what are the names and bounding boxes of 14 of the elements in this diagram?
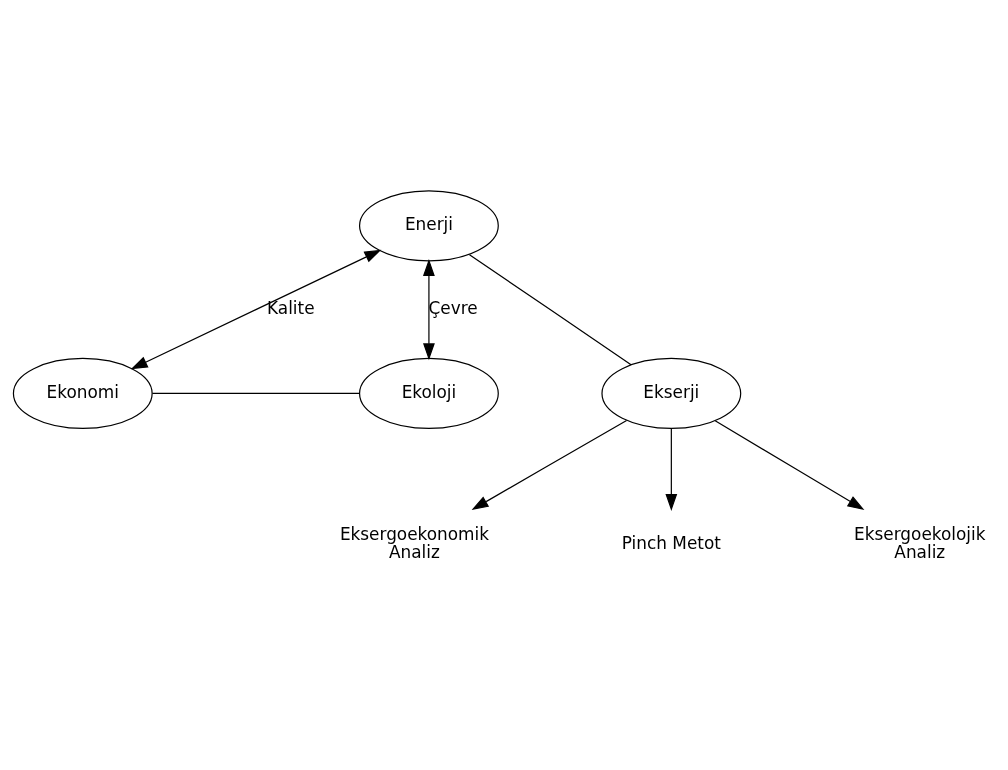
arrow	[714, 420, 865, 510]
node-text: Eksergoekonomik Analiz	[339, 523, 489, 562]
arrow	[471, 419, 628, 510]
connector	[468, 254, 632, 366]
connector	[151, 392, 360, 395]
node-text: Pinch Metot	[621, 532, 721, 553]
arrow	[423, 259, 435, 361]
node-text: Eksergoekolojik Analiz	[854, 523, 986, 562]
edge-label: Kalite	[267, 298, 315, 319]
arrow	[130, 249, 382, 370]
arrow	[665, 428, 678, 511]
node-ellipse: Ekoloji	[358, 357, 499, 430]
edge-label: Çevre	[428, 298, 478, 319]
node-ellipse: Ekserji	[601, 357, 742, 430]
